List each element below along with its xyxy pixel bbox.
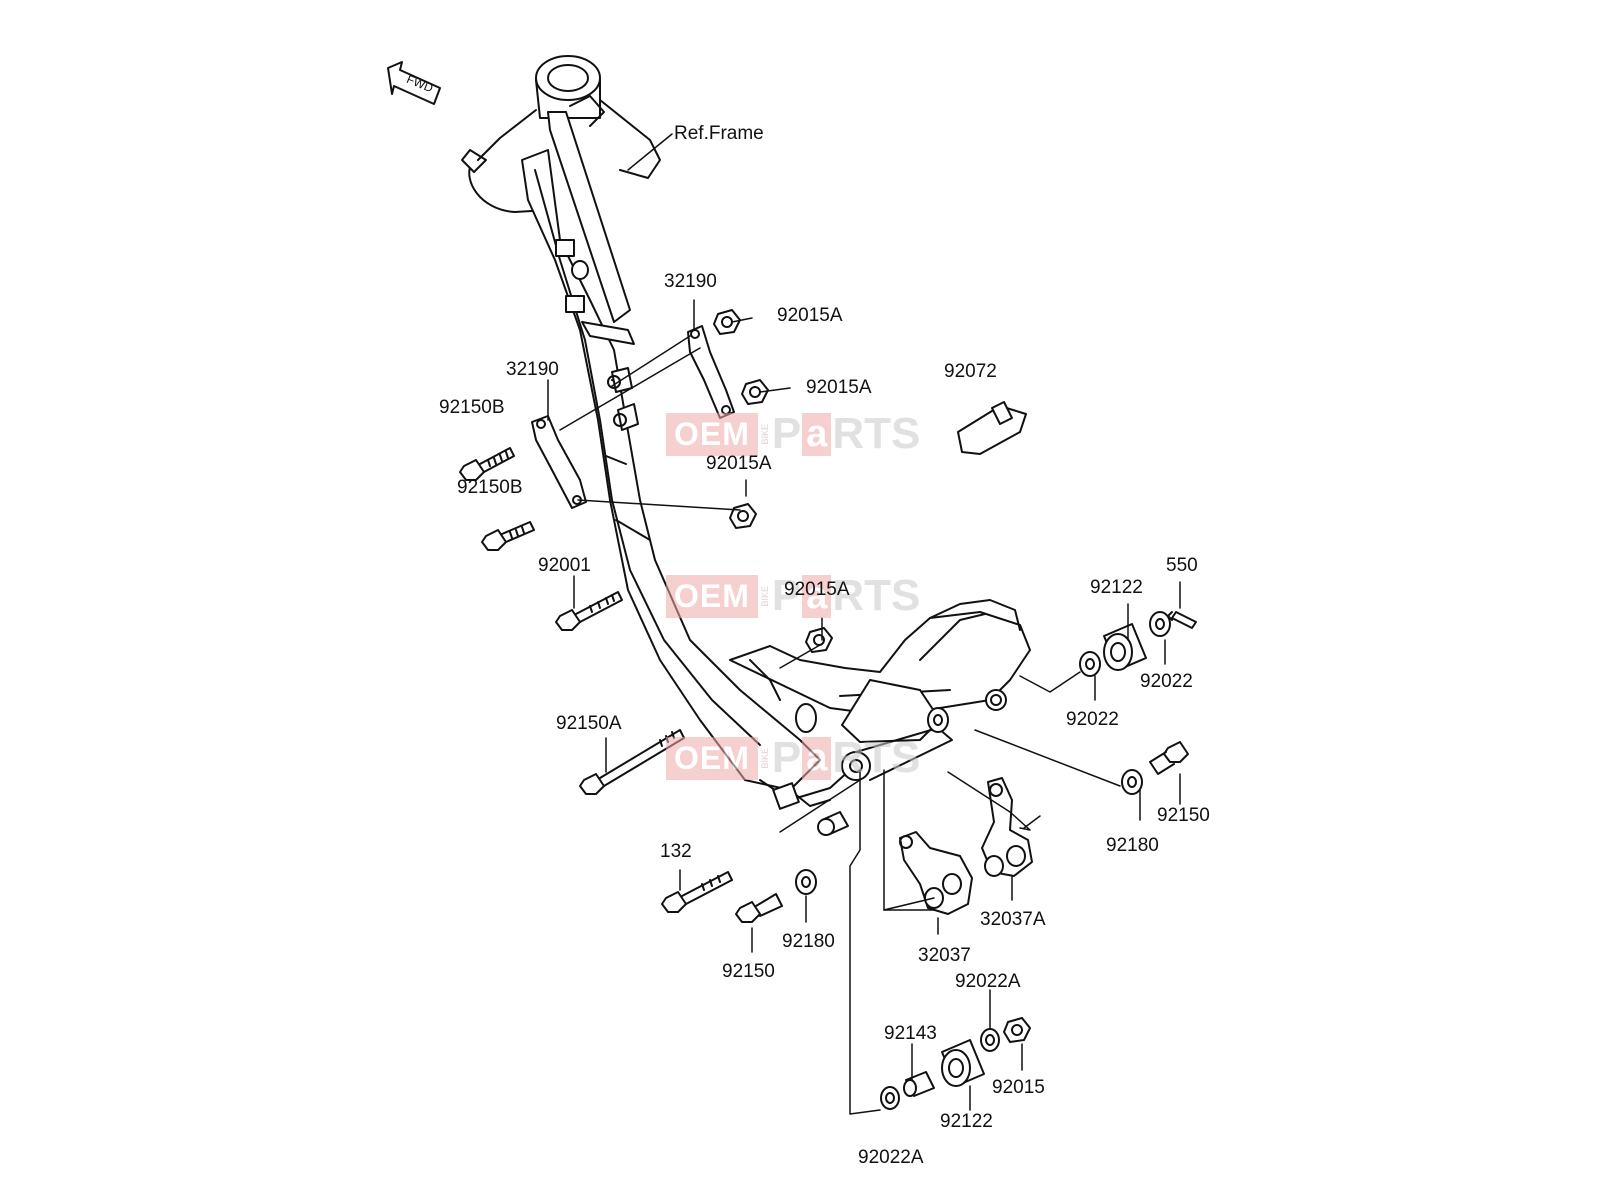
bolt-92150b-1 (459, 447, 515, 481)
bolt-92150-right (1149, 741, 1189, 775)
part-label-92072[interactable]: 92072 (944, 361, 997, 382)
washer-92180-lower (795, 869, 817, 895)
part-label-92150-lower[interactable]: 92150 (722, 961, 775, 982)
part-label-92180-right[interactable]: 92180 (1106, 835, 1159, 856)
frame-down-tube (521, 149, 821, 791)
part-label-92143[interactable]: 92143 (884, 1023, 937, 1044)
part-label-92022-center[interactable]: 92022 (1066, 709, 1119, 730)
frame-top-tube (547, 95, 631, 323)
part-label-32037[interactable]: 32037 (918, 945, 971, 966)
nut-92015a-3 (729, 503, 757, 529)
frame-lower-section (729, 599, 1031, 836)
ref-frame-label: Ref.Frame (674, 123, 764, 144)
bolt-92150a (579, 729, 685, 795)
bolt-92001 (555, 591, 623, 631)
bracket-32190-right (687, 325, 735, 419)
part-label-92015a-4[interactable]: 92015A (784, 579, 850, 600)
part-label-132[interactable]: 132 (660, 841, 692, 862)
nut-92015a-1 (713, 309, 741, 335)
washer-92180-right (1121, 769, 1143, 795)
part-label-92180-lower[interactable]: 92180 (782, 931, 835, 952)
washer-92022-center (1079, 651, 1101, 677)
part-label-92122-upper[interactable]: 92122 (1090, 577, 1143, 598)
part-label-92150-right[interactable]: 92150 (1157, 805, 1210, 826)
part-label-92001[interactable]: 92001 (538, 555, 591, 576)
part-label-32190-left[interactable]: 32190 (506, 359, 559, 380)
leader-lines (547, 133, 1181, 1115)
nut-92015a-4 (805, 627, 833, 653)
part-label-92015[interactable]: 92015 (992, 1077, 1045, 1098)
part-label-92150b-2[interactable]: 92150B (457, 477, 523, 498)
collar-92122-upper (1103, 623, 1147, 671)
part-label-92015a-3[interactable]: 92015A (706, 453, 772, 474)
part-label-32037a[interactable]: 32037A (980, 909, 1046, 930)
part-label-550[interactable]: 550 (1166, 555, 1198, 576)
part-label-92022-right[interactable]: 92022 (1140, 671, 1193, 692)
bracket-32190-left (531, 415, 587, 509)
part-label-92015a-1[interactable]: 92015A (777, 305, 843, 326)
washer-92022-right (1149, 611, 1171, 637)
part-label-92122-lower[interactable]: 92122 (940, 1111, 993, 1132)
bolt-92150-lower (735, 893, 783, 923)
nut-92015 (1003, 1017, 1031, 1043)
nut-92015a-2 (741, 379, 769, 405)
washer-92022a-upper (980, 1028, 1000, 1052)
bracket-32037 (899, 831, 973, 915)
bolt-92150b-2 (481, 521, 535, 551)
sleeve-92143 (903, 1071, 935, 1097)
part-label-92150b-1[interactable]: 92150B (439, 397, 505, 418)
part-label-32190-right[interactable]: 32190 (664, 271, 717, 292)
part-label-92015a-2[interactable]: 92015A (806, 377, 872, 398)
cotter-pin-550 (1167, 611, 1197, 629)
part-label-92022a-upper[interactable]: 92022A (955, 971, 1021, 992)
bolt-132 (661, 871, 733, 913)
fwd-arrow-icon: FWD (387, 61, 441, 105)
collar-92122-lower (941, 1039, 985, 1087)
part-label-92150a[interactable]: 92150A (556, 713, 622, 734)
frame-head-stock (461, 55, 661, 213)
washer-92022a-lower (880, 1086, 900, 1110)
part-label-92022a-lower[interactable]: 92022A (858, 1147, 924, 1168)
guard-92072 (957, 401, 1027, 455)
